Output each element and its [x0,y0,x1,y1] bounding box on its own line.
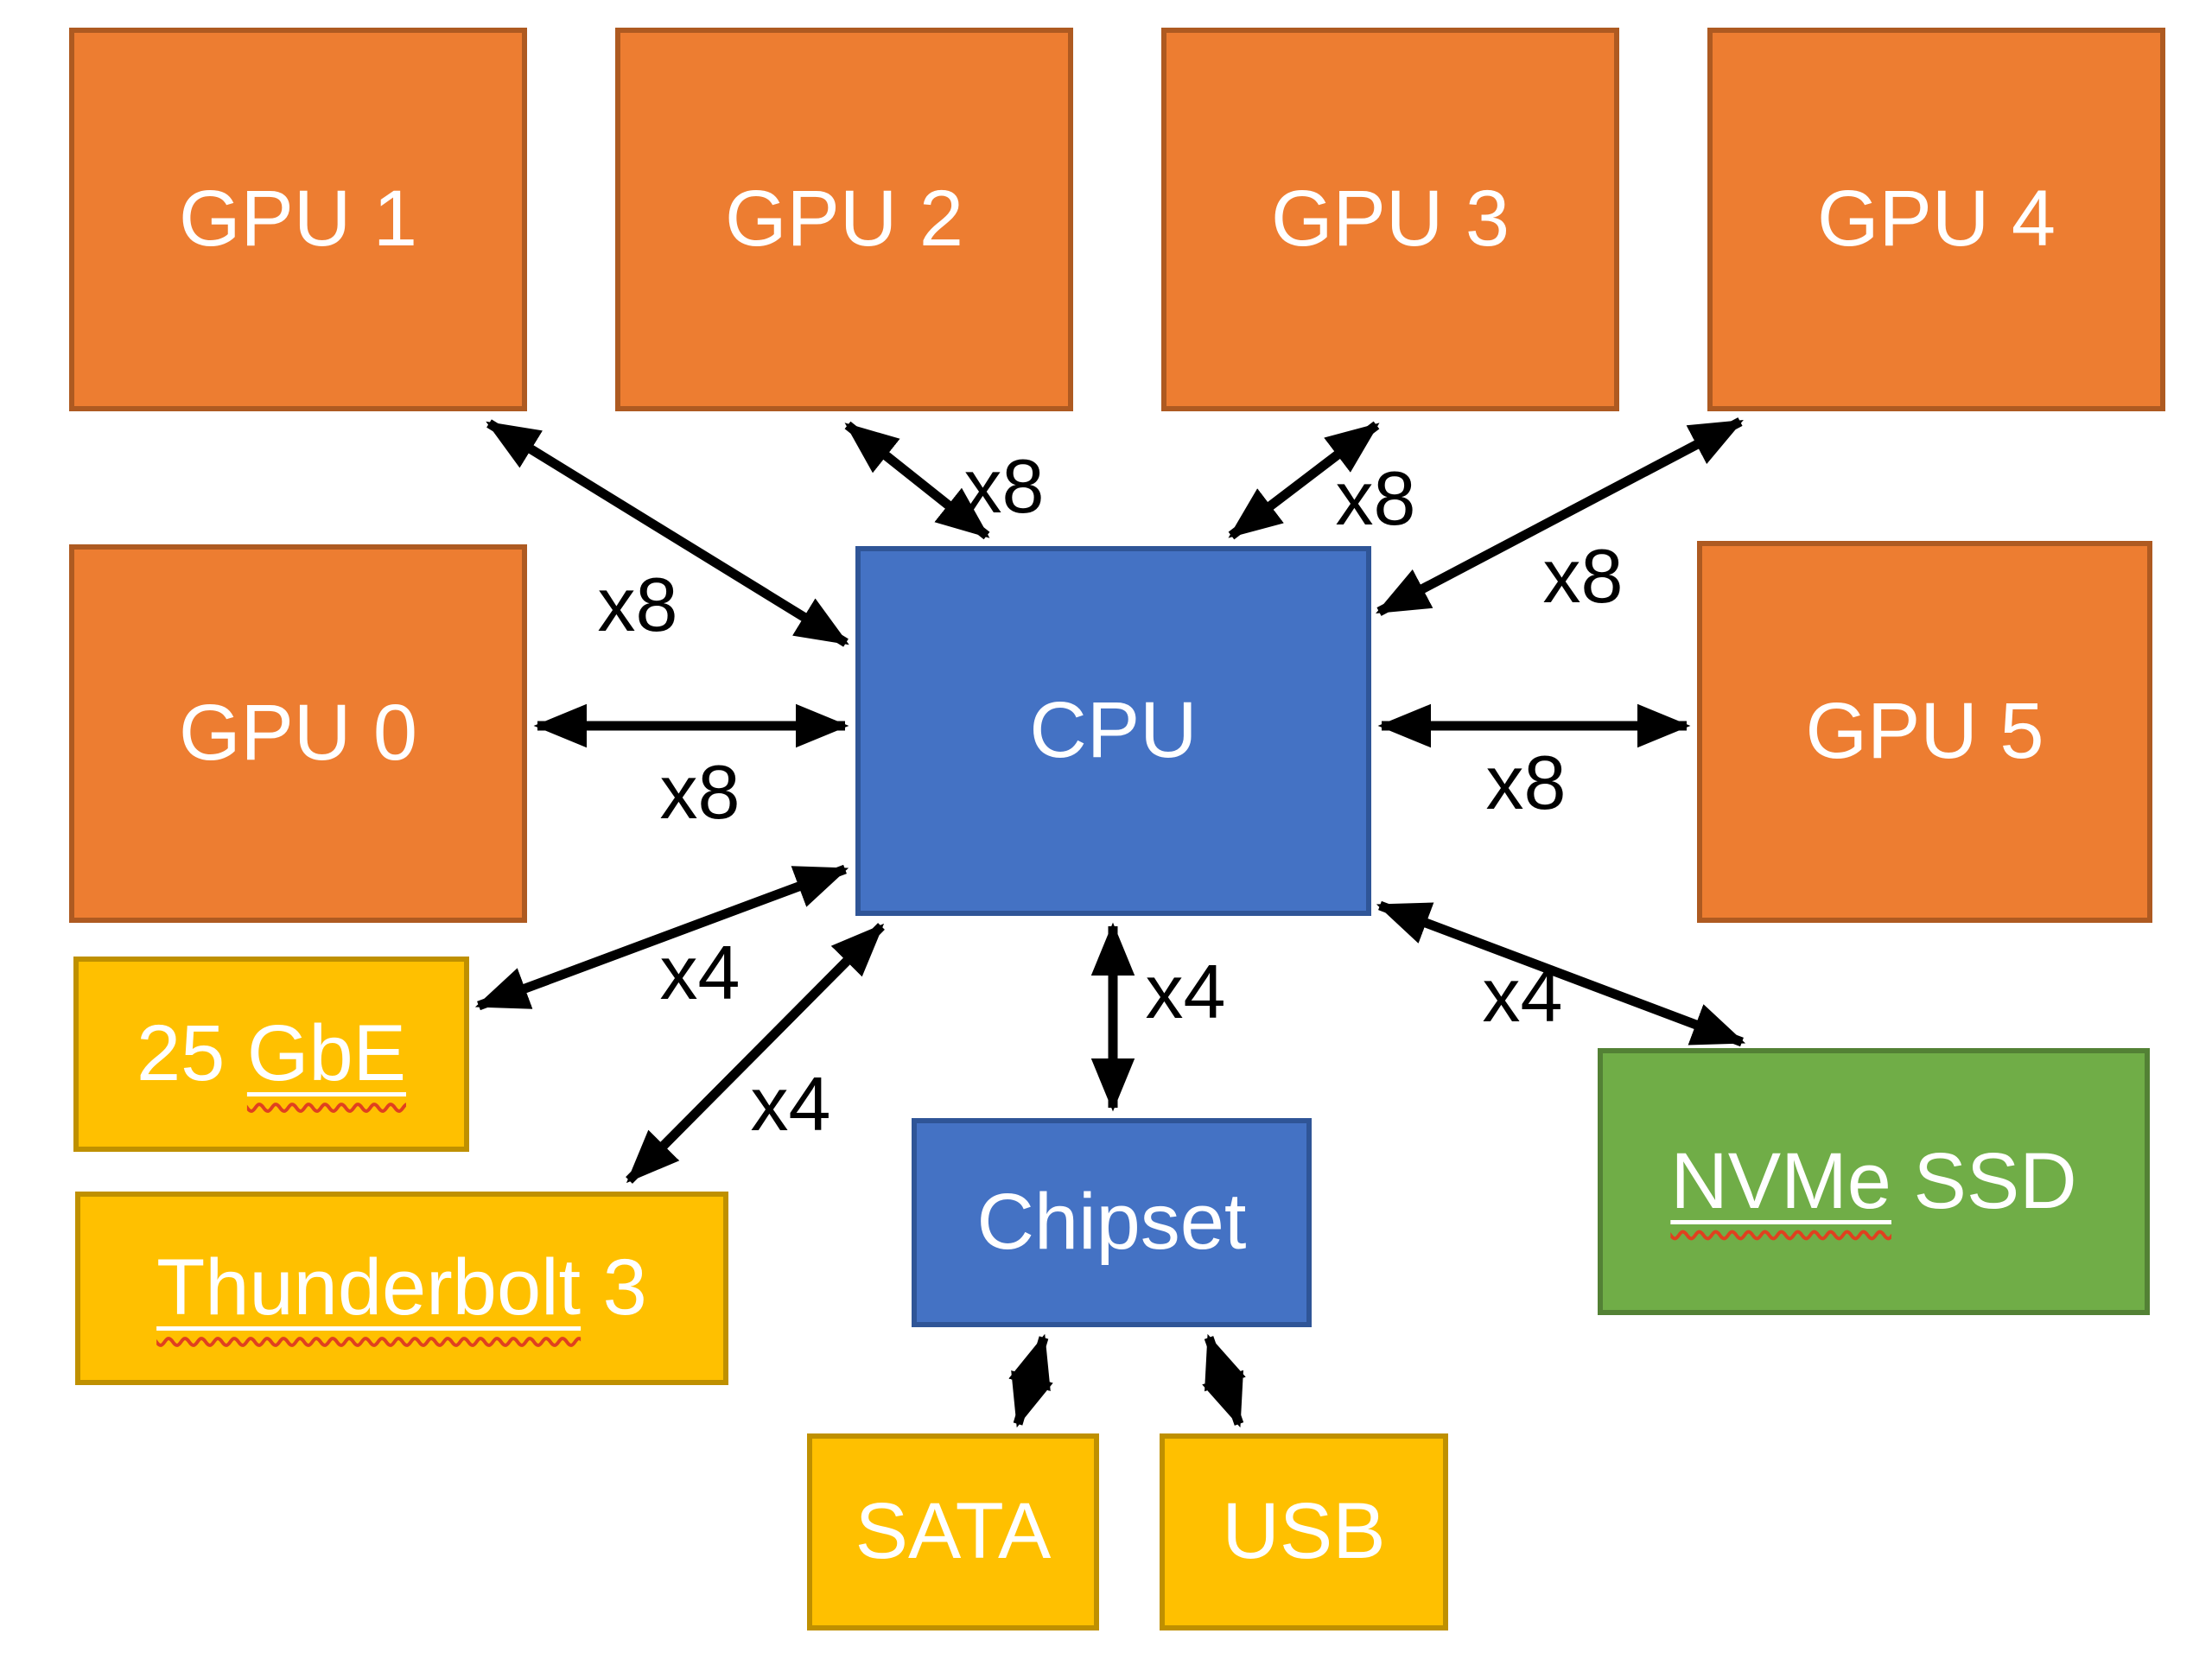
spellcheck-squiggle: GbE [247,1009,406,1097]
node-nvme-ssd-label-suffix: SSD [1891,1136,2077,1225]
node-nvme-ssd-label-underlined: NVMe [1670,1136,1891,1225]
spellcheck-squiggle: NVMe [1670,1137,1891,1225]
link-gpu4-cpu [1376,417,1744,616]
node-gpu2-label: GPU 2 [724,175,964,264]
node-25gbe: 25 GbE [73,957,469,1152]
node-chipset: Chipset [912,1118,1312,1327]
lane-label-gpu1-cpu: x8 [597,562,678,647]
lane-label-cpu-chipset: x4 [1145,949,1226,1034]
node-cpu: CPU [855,546,1371,916]
node-25gbe-label-underlined: GbE [246,1009,406,1098]
link-cpu-tb3 [626,923,885,1184]
node-gpu3-label: GPU 3 [1270,175,1510,264]
lane-label-gpu2-cpu: x8 [963,443,1045,529]
lane-label-gpu0-cpu: x8 [659,749,741,835]
node-thunderbolt3-label-underlined: Thunderbolt [156,1243,582,1332]
node-usb-label: USB [1222,1487,1386,1576]
link-gpu3-cpu [1228,421,1380,540]
node-thunderbolt3-label-suffix: 3 [581,1243,647,1332]
node-gpu1-label: GPU 1 [178,175,418,264]
node-gpu1: GPU 1 [69,28,527,411]
node-gpu4: GPU 4 [1707,28,2165,411]
node-thunderbolt3: Thunderbolt 3 [75,1192,728,1385]
node-gpu5-label: GPU 5 [1805,687,2044,776]
lane-label-gpu4-cpu: x8 [1542,533,1624,619]
node-gpu0: GPU 0 [69,544,527,923]
node-chipset-label: Chipset [976,1178,1247,1267]
node-sata-label: SATA [855,1487,1052,1576]
node-cpu-label: CPU [1029,686,1198,775]
link-chipset-usb [1202,1333,1246,1428]
node-25gbe-label-prefix: 25 [137,1009,247,1098]
link-gpu1-cpu [486,419,849,647]
link-chipset-sata [1008,1333,1053,1428]
node-gpu4-label: GPU 4 [1816,175,2056,264]
node-thunderbolt3-label: Thunderbolt 3 [156,1244,647,1332]
node-nvme-ssd: NVMe SSD [1598,1048,2150,1315]
node-nvme-ssd-label: NVMe SSD [1670,1136,2077,1225]
spellcheck-squiggle: Thunderbolt [156,1243,581,1332]
node-sata: SATA [807,1433,1099,1630]
lane-label-cpu-nvme: x4 [1482,952,1563,1038]
lane-label-cpu-gpu5: x8 [1485,740,1567,825]
node-gpu5: GPU 5 [1697,541,2152,923]
node-gpu3: GPU 3 [1161,28,1619,411]
link-gpu2-cpu [844,421,990,540]
node-25gbe-label: 25 GbE [137,1010,406,1097]
node-usb: USB [1160,1433,1448,1630]
node-gpu0-label: GPU 0 [178,689,418,778]
lane-label-cpu-25gbe: x4 [659,930,741,1015]
node-gpu2: GPU 2 [615,28,1073,411]
lane-label-cpu-tb3: x4 [750,1061,831,1147]
link-cpu-nvme [1376,900,1746,1047]
lane-label-gpu3-cpu: x8 [1335,455,1416,541]
